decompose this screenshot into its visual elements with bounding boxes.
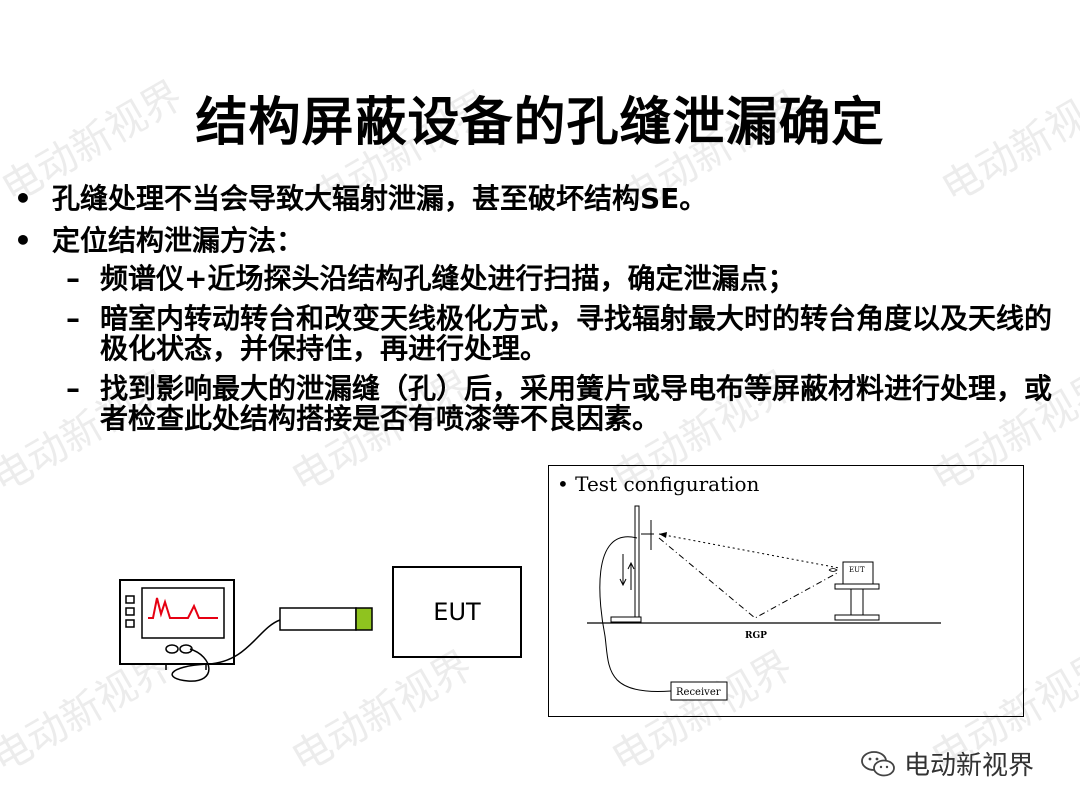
brand-logo: 电动新视界 — [860, 745, 1034, 782]
near-field-probe — [279, 607, 373, 631]
eut-label: EUT — [433, 598, 481, 626]
reflected-path — [658, 537, 840, 619]
direct-path — [658, 533, 840, 569]
sub-bullet-marker: – — [66, 262, 80, 295]
sub-bullet-text: 找到影响最大的泄漏缝（孔）后，采用簧片或导电布等屏蔽材料进行处理，或者检查此处结… — [100, 372, 1053, 435]
sub-bullet-marker: – — [66, 372, 80, 405]
spectrum-analyzer — [119, 579, 235, 670]
bullet-item: • 孔缝处理不当会导致大辐射泄漏，甚至破坏结构SE。 — [14, 182, 1062, 216]
config-title: • Test configuration — [557, 472, 760, 496]
wechat-icon — [861, 750, 895, 776]
bullet-marker: • — [14, 182, 32, 215]
sub-bullet-item: – 暗室内转动转台和改变天线极化方式，寻找辐射最大时的转台角度以及天线的极化状态… — [66, 302, 1065, 365]
turntable: EUT — [828, 561, 880, 621]
config-title-text: Test configuration — [575, 472, 760, 496]
rgp-label: RGP — [745, 631, 767, 641]
spectrum-trace — [148, 597, 218, 619]
config-drawing: RGP EUT Receiver — [587, 505, 941, 701]
probe-cable — [171, 619, 281, 682]
sub-bullet-marker: – — [66, 302, 80, 335]
bullet-item: • 定位结构泄漏方法： — [14, 224, 1062, 258]
test-configuration-diagram: • Test configuration RGP EUT — [548, 465, 1024, 717]
logo-text: 电动新视界 — [904, 751, 1035, 781]
antenna-mast — [610, 505, 654, 623]
config-eut-label: EUT — [849, 566, 865, 574]
bullet-marker: • — [14, 224, 32, 257]
sub-bullet-item: – 找到影响最大的泄漏缝（孔）后，采用簧片或导电布等屏蔽材料进行处理，或者检查此… — [66, 372, 1065, 435]
sub-bullet-item: – 频谱仪+近场探头沿结构孔缝处进行扫描，确定泄漏点； — [66, 262, 1065, 295]
receiver-label: Receiver — [676, 687, 721, 698]
spectrum-analyzer-diagram — [119, 579, 373, 682]
eut-box: EUT — [392, 566, 522, 658]
sub-bullet-text: 频谱仪+近场探头沿结构孔缝处进行扫描，确定泄漏点； — [100, 262, 796, 295]
sub-bullet-text: 暗室内转动转台和改变天线极化方式，寻找辐射最大时的转台角度以及天线的极化状态，并… — [100, 302, 1053, 365]
bullet-text: 定位结构泄漏方法： — [52, 224, 305, 257]
receiver-box — [670, 681, 728, 701]
receiver-cable — [599, 536, 672, 693]
bullet-text: 孔缝处理不当会导致大辐射泄漏，甚至破坏结构SE。 — [52, 182, 708, 215]
page-title: 结构屏蔽设备的孔缝泄漏确定 — [195, 93, 885, 153]
